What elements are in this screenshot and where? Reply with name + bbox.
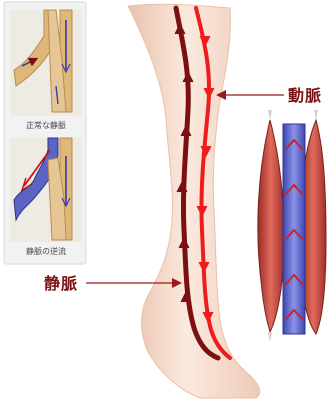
inset-panel [4, 2, 86, 264]
reflux-vein-illustration [10, 138, 82, 242]
artery-label: 動脈 [288, 82, 322, 106]
muscle-left [258, 120, 284, 332]
artery-pointer [216, 90, 284, 100]
reflux-caption: 静脈の逆流 [11, 246, 81, 257]
vein-label: 静脈 [44, 270, 78, 294]
muscle-pump-diagram [258, 110, 326, 342]
leg-illustration [128, 4, 260, 398]
normal-vein-illustration [10, 10, 82, 116]
normal-vein-caption: 正常な静脈 [11, 120, 81, 131]
